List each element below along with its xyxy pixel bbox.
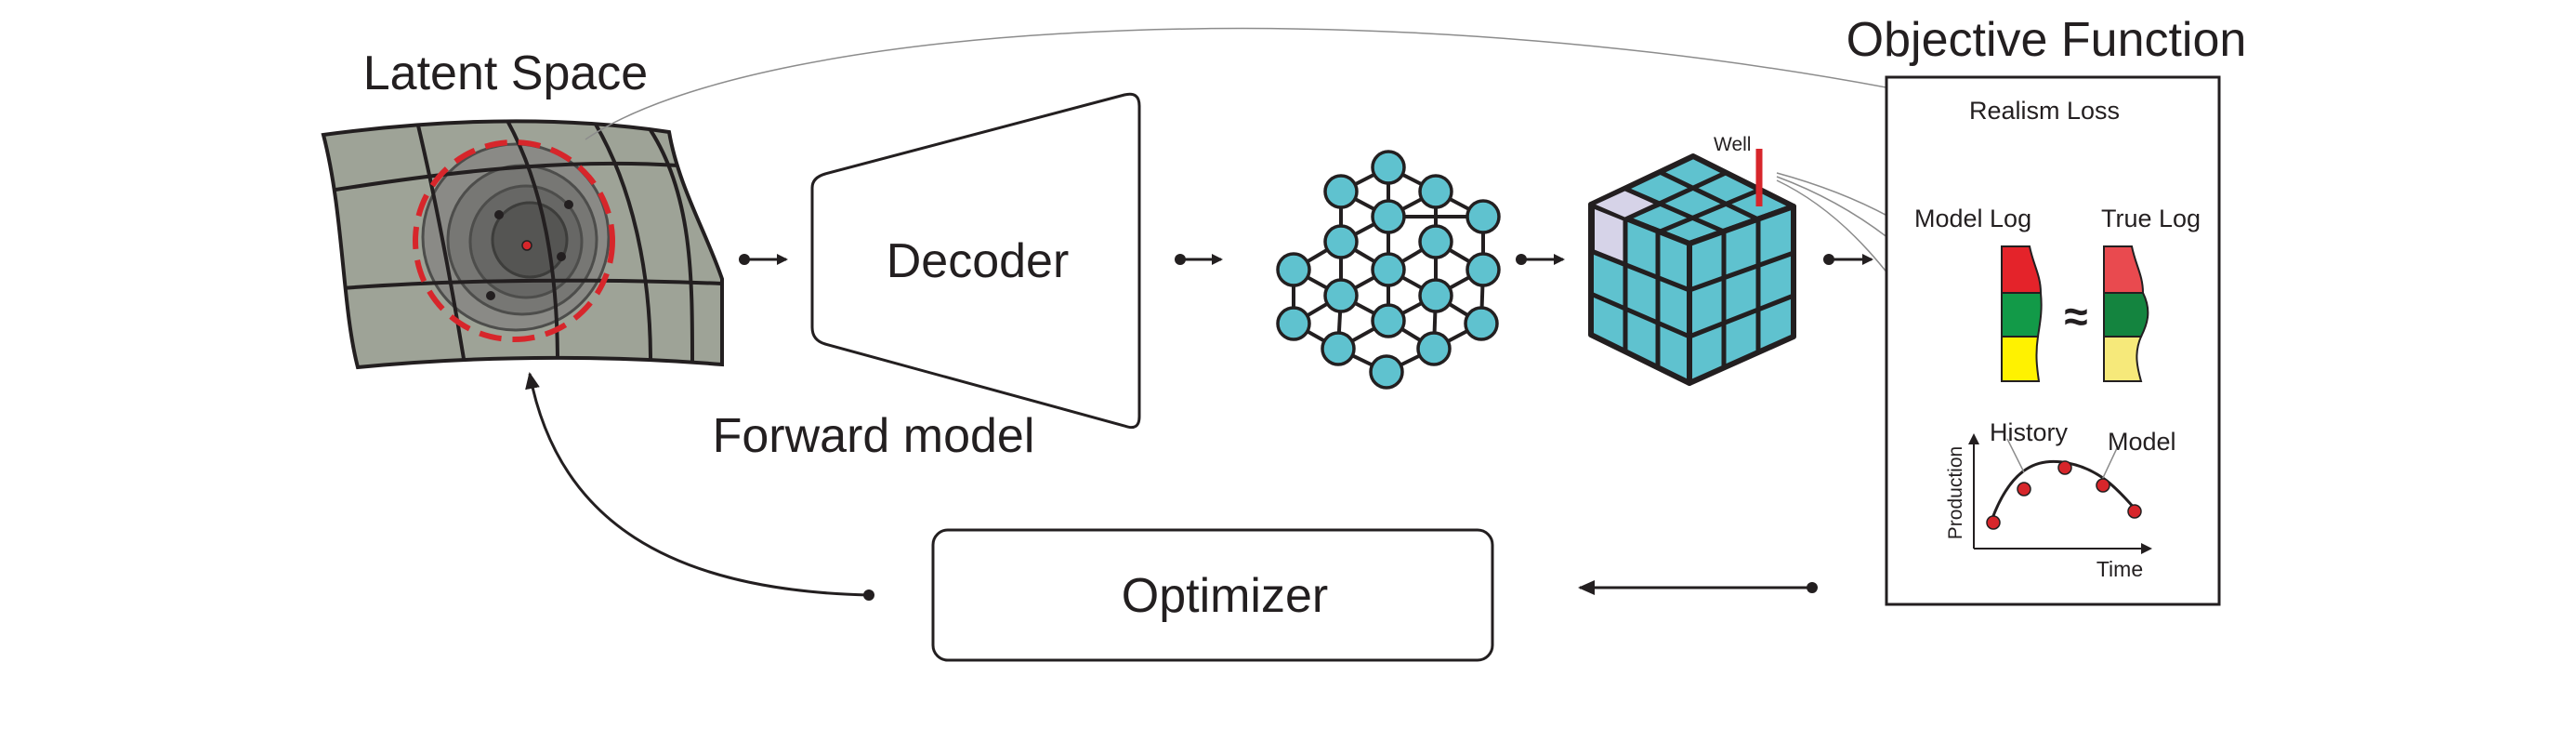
model-curve-label: Model — [2108, 428, 2176, 456]
latent-space-grid-icon — [321, 119, 724, 370]
arrow-graph-to-cube — [1516, 254, 1565, 265]
optimizer-box — [931, 528, 1494, 662]
history-label: History — [1990, 418, 2069, 446]
arrow-optimizer-to-latent — [525, 372, 874, 601]
well-label: Well — [1714, 134, 1751, 155]
graph-network-icon — [1276, 150, 1501, 390]
arrow-objective-to-optimizer — [1578, 580, 1818, 595]
latent-space-title: Latent Space — [363, 46, 648, 100]
arrow-cube-to-objective — [1823, 254, 1873, 265]
objective-function-title: Objective Function — [1847, 13, 2247, 67]
arrow-latent-to-decoder — [739, 254, 788, 265]
approx-symbol: ≈ — [2064, 292, 2087, 340]
objective-function-box — [1885, 75, 2221, 606]
model-log-icon — [2001, 245, 2043, 382]
optimizer-label: Optimizer — [1122, 569, 1328, 623]
model-log-label: Model Log — [1914, 205, 2031, 232]
realism-loss-connector — [585, 27, 1971, 140]
decoder-label: Decoder — [887, 234, 1070, 288]
production-axis-label: Production — [1945, 446, 1966, 539]
time-axis-label: Time — [2096, 557, 2143, 581]
arrow-decoder-to-graph — [1175, 254, 1223, 265]
forward-model-label: Forward model — [713, 409, 1035, 463]
realism-loss-label: Realism Loss — [1969, 97, 2120, 125]
production-chart-icon — [1968, 433, 2152, 554]
true-log-label: True Log — [2101, 205, 2201, 232]
true-log-icon — [2103, 245, 2149, 382]
decoder-trapezoid-icon — [810, 92, 1141, 430]
reservoir-cube-icon — [1588, 149, 1796, 386]
